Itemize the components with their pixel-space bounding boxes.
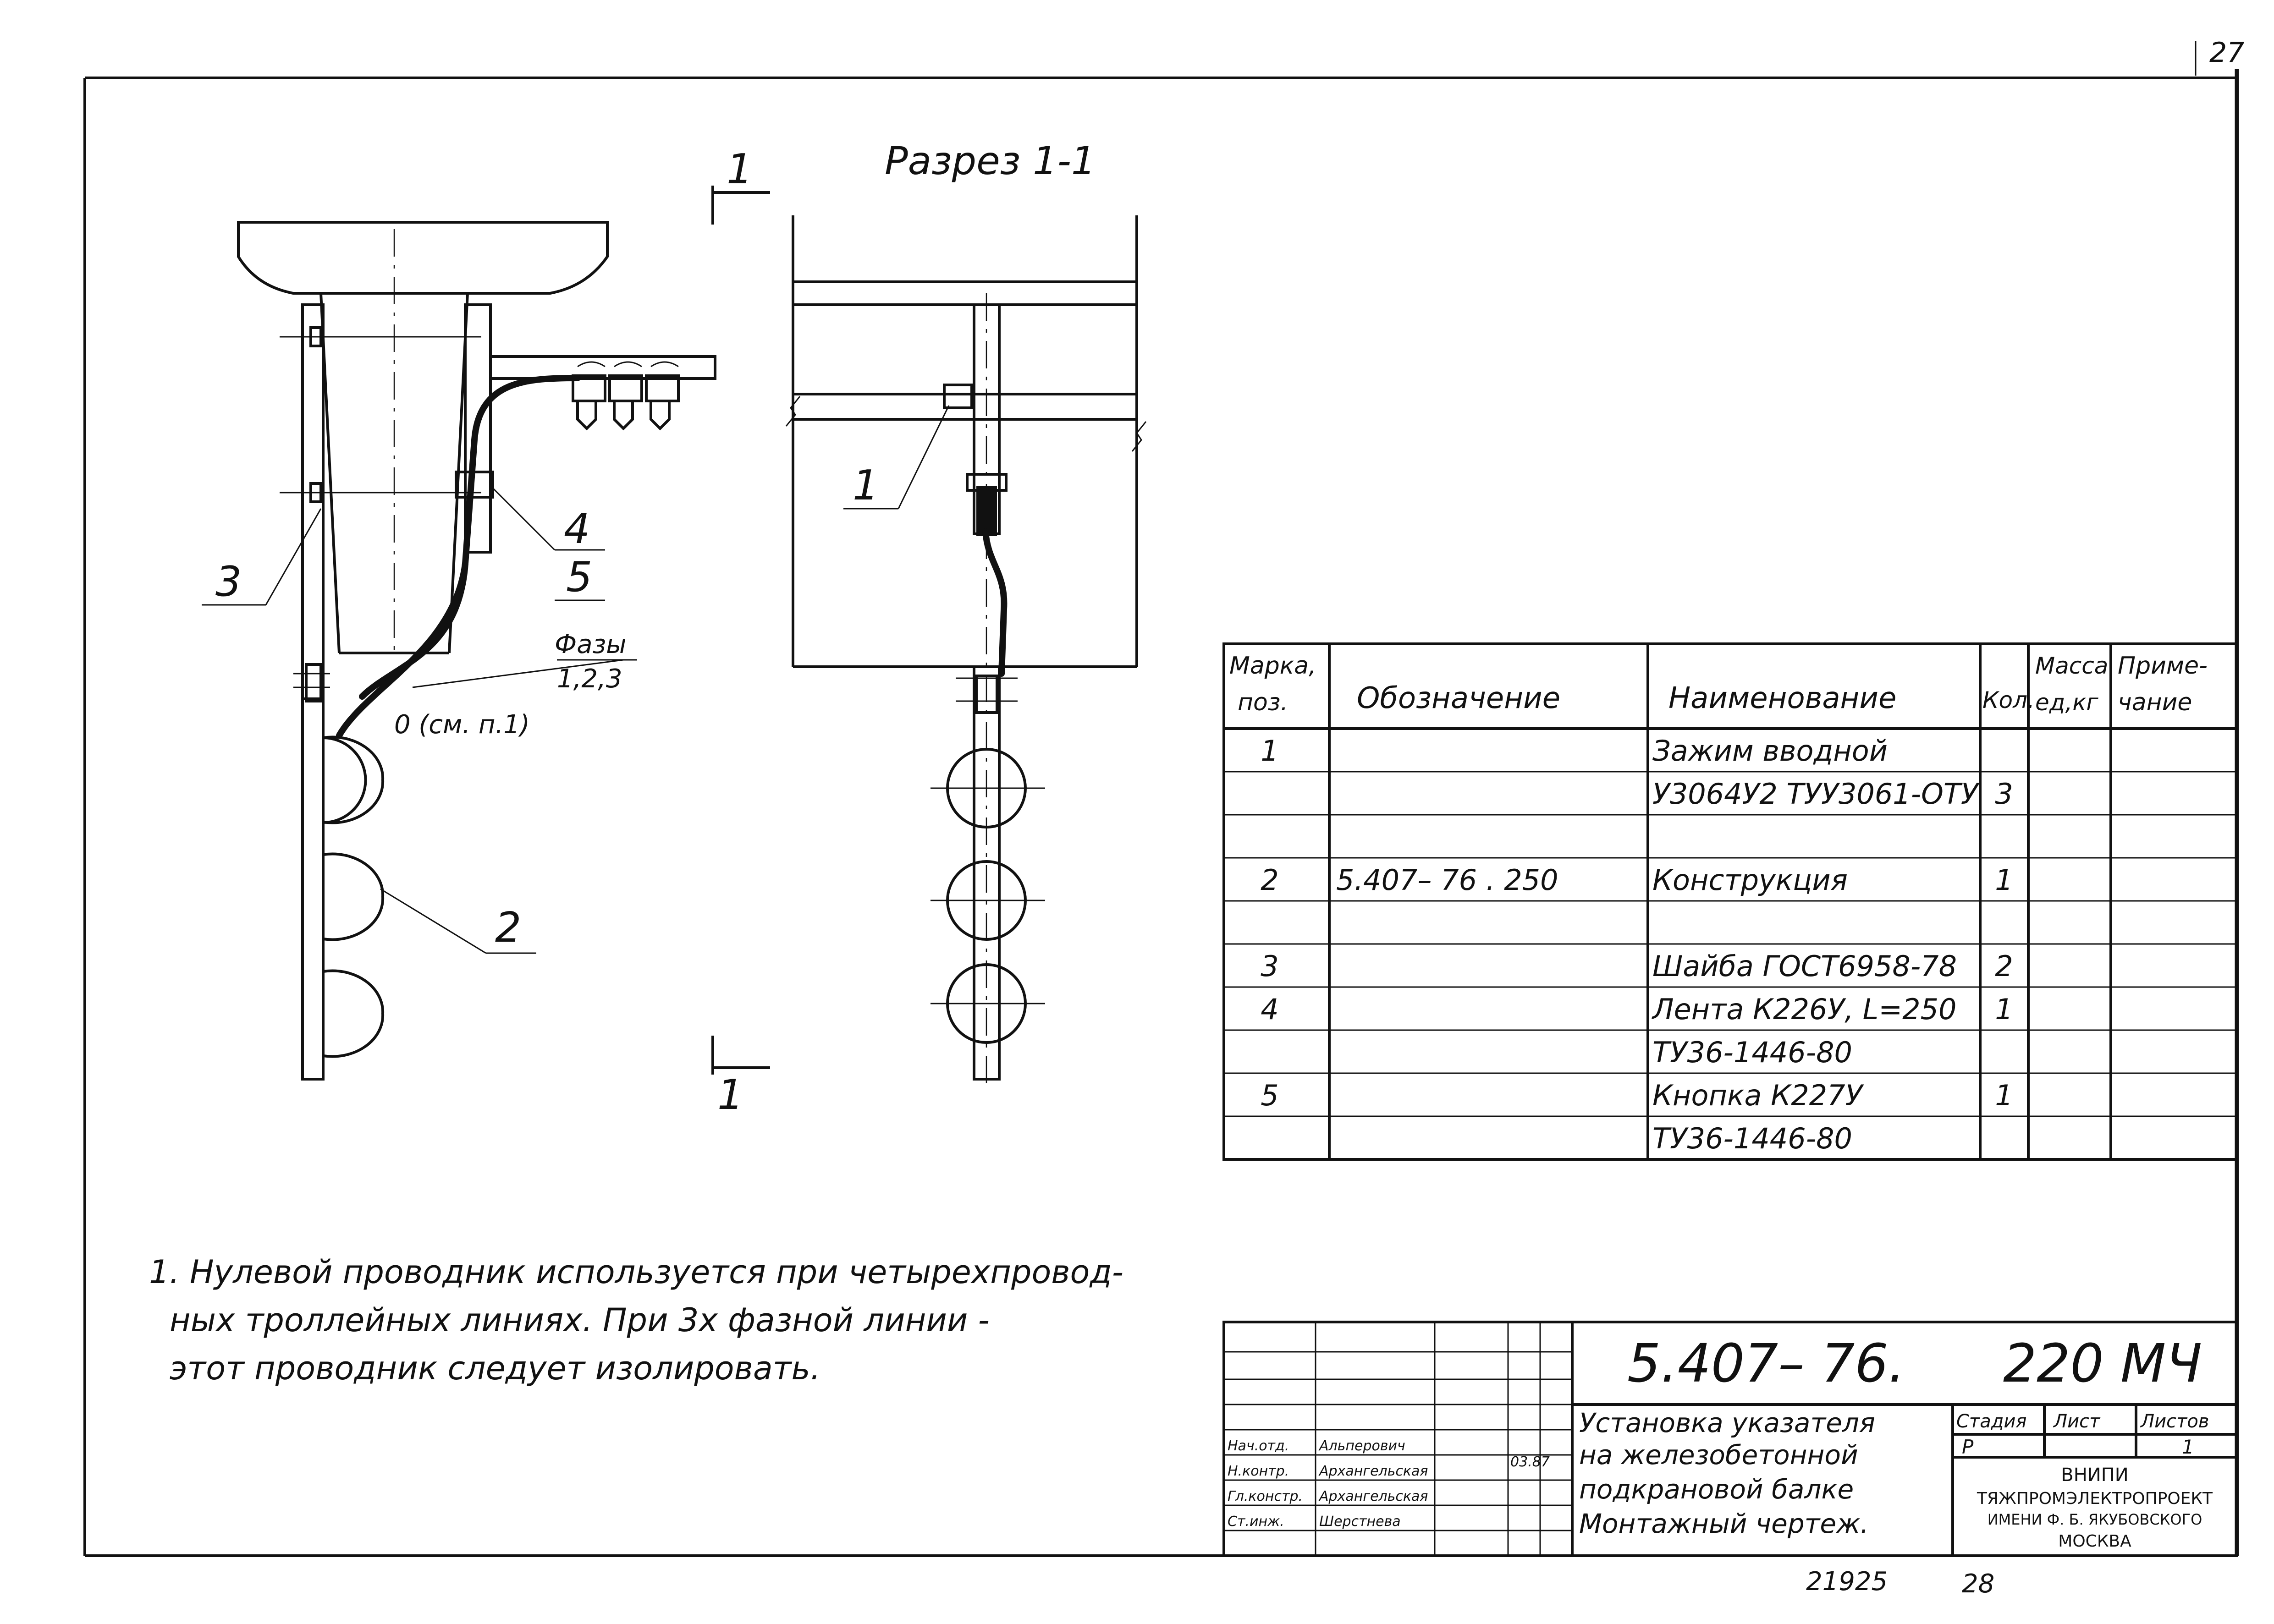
section-marks — [711, 186, 770, 1075]
section-mark-bottom: 1 — [717, 1071, 743, 1119]
note-line-3: этот проводник следует изолировать. — [170, 1350, 820, 1387]
spec-cell-name: Кнопка К227У — [1652, 1079, 1865, 1112]
spec-cell-name: ТУ36-1446-80 — [1652, 1036, 1852, 1069]
spec-cell-name: Лента К226У, L=250 — [1652, 993, 1957, 1026]
title-line-4: Монтажный чертеж. — [1579, 1508, 1869, 1539]
callout-3: 3 — [215, 558, 242, 606]
title-block-grid — [1222, 1321, 2238, 1557]
signer-role-4: Ст.инж. — [1228, 1514, 1284, 1530]
spec-cell-pos: 3 — [1261, 949, 1278, 983]
spec-cell-name: Зажим вводной — [1652, 734, 1888, 768]
doc-code: 5.407– 76. — [1627, 1333, 1905, 1394]
spec-cell-qty: 1 — [1995, 993, 2013, 1026]
spec-cell-name: ТУ36-1446-80 — [1652, 1122, 1852, 1155]
sheets-label: Листов — [2140, 1411, 2209, 1432]
hdr-note-2: чание — [2118, 689, 2192, 716]
inventory-number: 21925 — [1806, 1567, 1888, 1597]
format-number: 28 — [1962, 1569, 1994, 1599]
spec-cell-name: Шайба ГОСТ6958-78 — [1652, 949, 1957, 983]
signer-role-2: Н.контр. — [1228, 1463, 1289, 1479]
spec-cell-pos: 1 — [1261, 734, 1278, 768]
spec-cell-pos: 2 — [1261, 863, 1278, 897]
sheet-code: 220 МЧ — [2003, 1333, 2202, 1394]
title-block-row-lines — [1224, 1351, 1572, 1531]
hdr-name: Наименование — [1668, 681, 1896, 715]
sign-date: 03.87 — [1510, 1454, 1550, 1470]
spec-table-row-lines — [1224, 771, 2237, 1117]
signer-role-3: Гл.констр. — [1228, 1488, 1303, 1504]
entry-clamps — [572, 361, 680, 431]
spec-cell-qty: 2 — [1995, 949, 2013, 983]
signer-role-1: Нач.отд. — [1228, 1438, 1289, 1454]
sheet-corner-number: 27 — [2209, 37, 2244, 69]
section-title: Разрез 1-1 — [885, 138, 1096, 183]
spec-cell-pos: 4 — [1261, 993, 1278, 1026]
zero-conductor-label: 0 (см. п.1) — [394, 710, 530, 740]
org-line-4: МОСКВА — [2058, 1532, 2131, 1551]
title-line-3: подкрановой балке — [1579, 1474, 1854, 1505]
hdr-qty: Кол. — [1982, 687, 2035, 713]
callout-4: 4 — [564, 505, 590, 553]
note-line-2: ных троллейных линиях. При 3х фазной лин… — [170, 1301, 990, 1339]
spec-cell-designation: 5.407– 76 . 250 — [1336, 863, 1558, 897]
signer-name-4: Шерстнева — [1319, 1514, 1401, 1530]
org-line-3: ИМЕНИ Ф. Б. ЯКУБОВСКОГО — [1988, 1511, 2202, 1528]
signer-name-1: Альперович — [1318, 1438, 1405, 1454]
section-mark-top: 1 — [727, 145, 753, 193]
title-line-1: Установка указателя — [1579, 1407, 1875, 1438]
hdr-note-1: Приме- — [2118, 652, 2208, 680]
signer-name-2: Архангельская — [1318, 1463, 1428, 1479]
note-line-1: 1. Нулевой проводник используется при че… — [149, 1253, 1123, 1291]
hdr-mark-1: Марка, — [1229, 652, 1316, 680]
spec-cell-qty: 1 — [1995, 863, 2013, 897]
callout-2: 2 — [495, 904, 521, 952]
hdr-mass-2: ед,кг — [2035, 689, 2098, 716]
spec-cell-qty: 3 — [1995, 777, 2013, 811]
callout-1: 1 — [853, 461, 879, 510]
spec-cell-qty: 1 — [1995, 1079, 2013, 1112]
phases-values: 1,2,3 — [557, 664, 622, 694]
stage-value: Р — [1962, 1436, 1974, 1458]
beam-side-view — [202, 221, 716, 1081]
hdr-mass-1: Масса — [2035, 653, 2108, 679]
callout-5: 5 — [566, 553, 592, 601]
spec-cell-name: У3064У2 ТУУ3061-ОТУ — [1652, 777, 1980, 811]
sheets-value: 1 — [2182, 1436, 2194, 1458]
spec-cell-name: Конструкция — [1652, 863, 1848, 897]
org-line-2: ТЯЖПРОМЭЛЕКТРОПРОЕКТ — [1977, 1489, 2213, 1508]
title-line-2: на железобетонной — [1579, 1439, 1858, 1470]
spec-cell-pos: 5 — [1261, 1079, 1278, 1112]
section-view — [785, 215, 1147, 1091]
stage-label: Стадия — [1956, 1411, 2026, 1432]
org-line-1: ВНИПИ — [2061, 1465, 2128, 1486]
hdr-mark-2: поз. — [1238, 689, 1288, 716]
sheet-label: Лист — [2053, 1411, 2101, 1432]
hdr-designation: Обозначение — [1357, 681, 1560, 715]
phases-label: Фазы — [555, 630, 627, 659]
signer-name-3: Архангельская — [1318, 1488, 1428, 1504]
